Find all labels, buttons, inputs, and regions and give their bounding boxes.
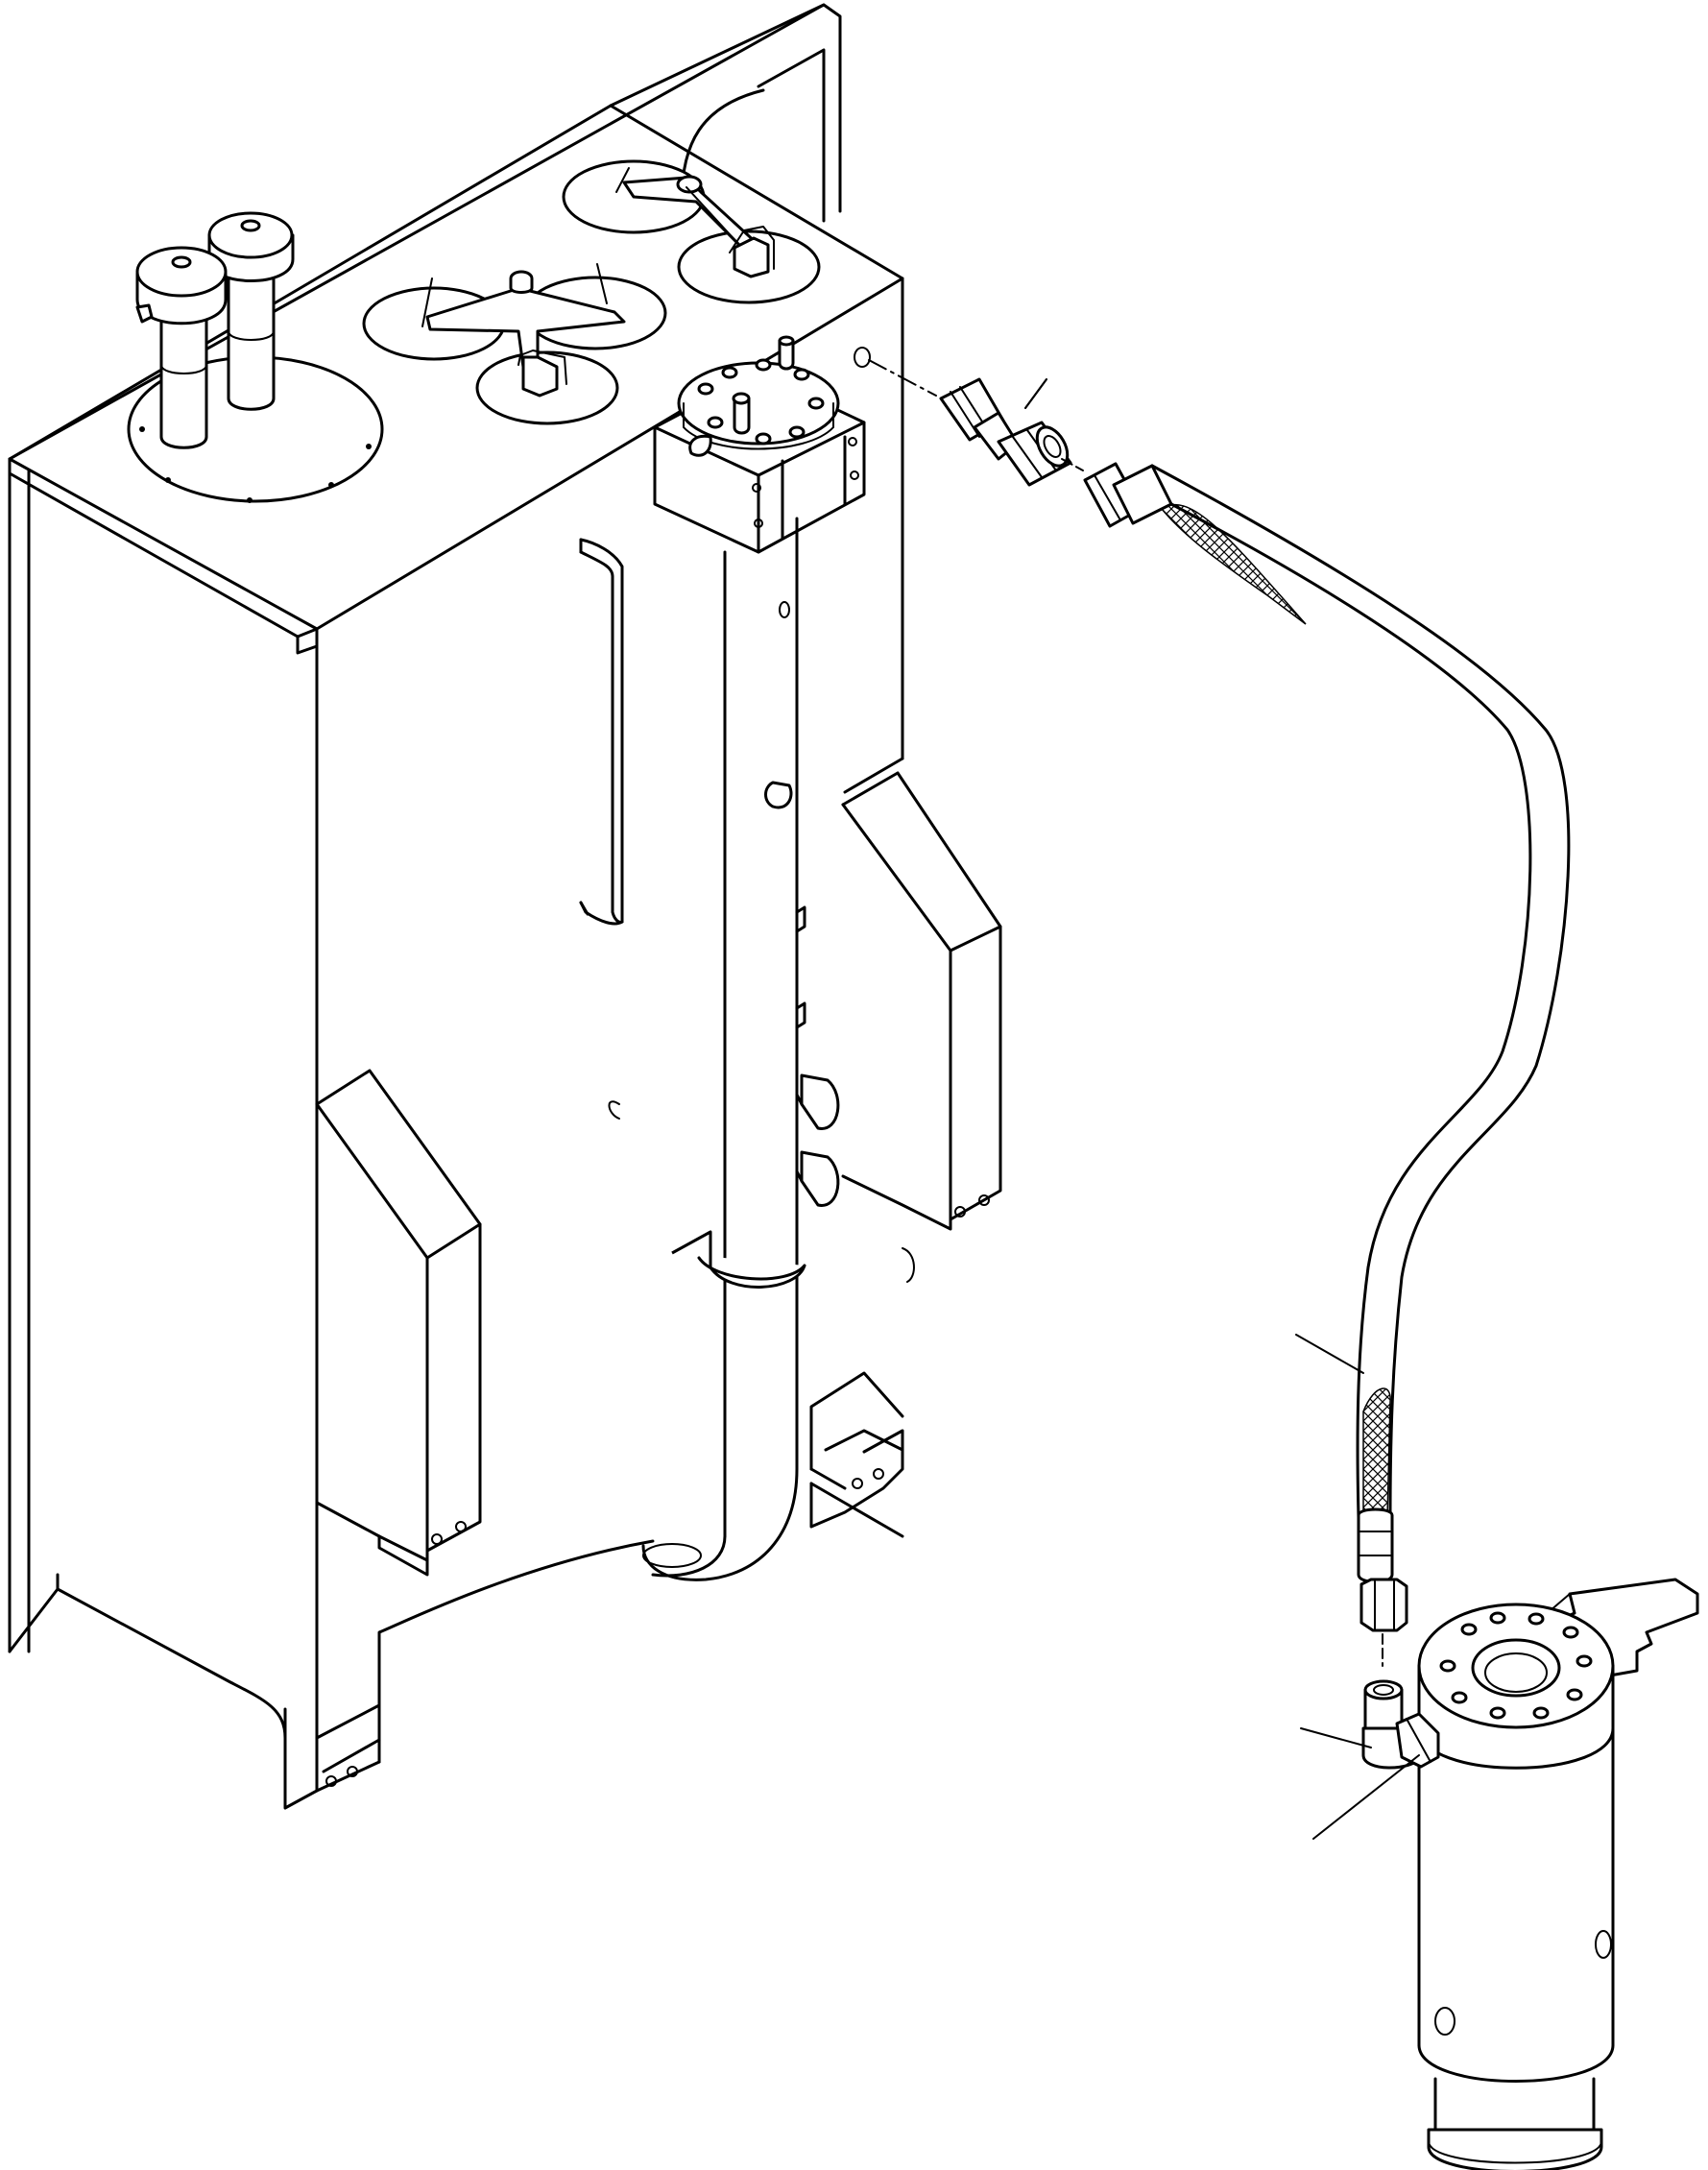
swivel-cylinder <box>1417 1578 1699 2170</box>
leader-hose <box>1295 1334 1364 1374</box>
tank-covers <box>362 159 821 425</box>
adapter-fitting <box>868 359 1084 487</box>
return-pipe <box>641 517 915 1581</box>
elbow-fitting <box>1361 1679 1440 1770</box>
breather-caps <box>127 211 384 503</box>
filter-head <box>653 335 871 554</box>
leader-connector <box>1312 1754 1420 1840</box>
hose-assembly <box>1083 462 1571 1667</box>
leader-adapter <box>1024 378 1047 409</box>
callout-leaders <box>1024 378 1420 1840</box>
hydraulic-tank <box>8 3 1002 1810</box>
leader-elbow <box>1300 1727 1372 1748</box>
